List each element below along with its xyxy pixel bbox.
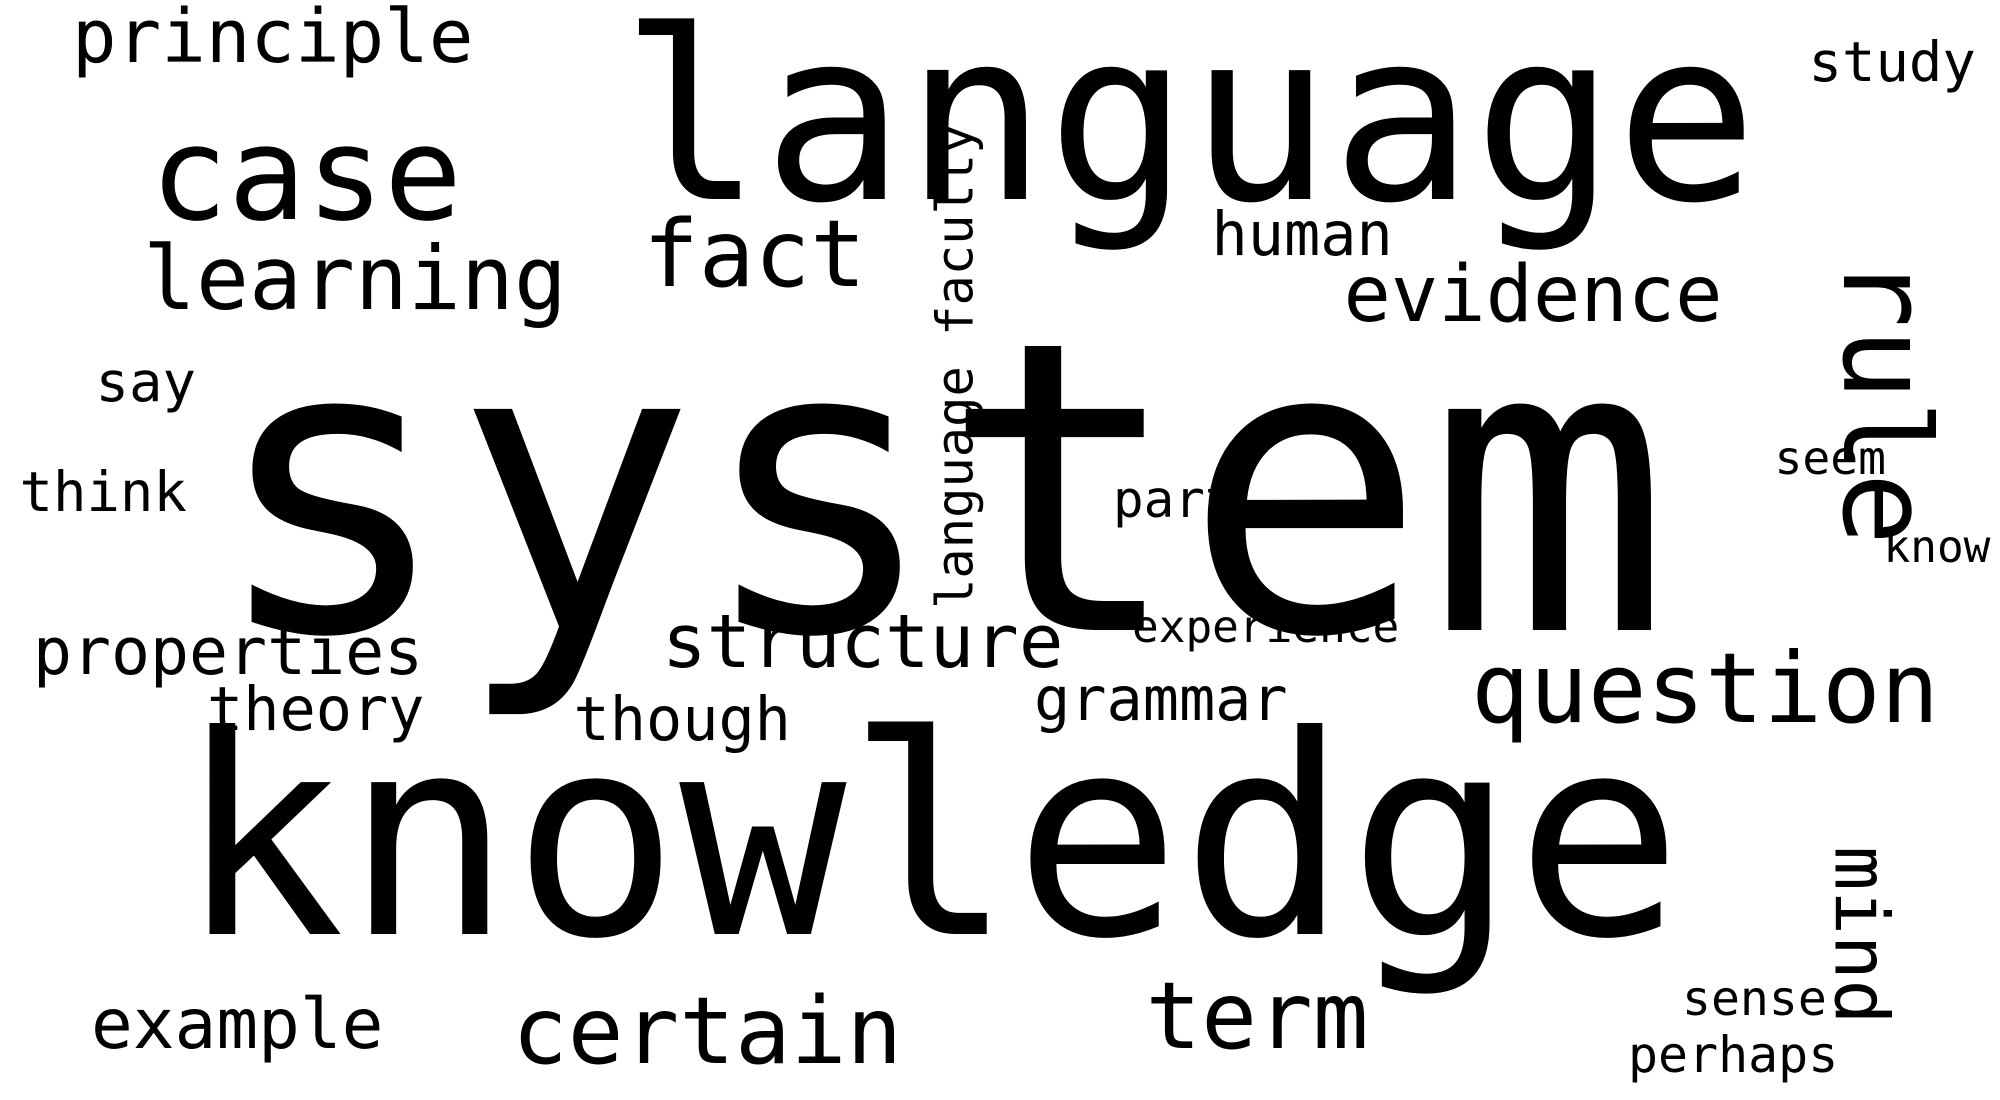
word-think: think [19,460,187,525]
word-perhaps: perhaps [1628,1026,1839,1084]
word-learning: learning [143,227,567,330]
word-structure: structure [662,599,1064,685]
word-principle: principle [72,0,474,80]
word-knowledge: knowledge [177,676,1683,1000]
word-system: system [209,256,1671,726]
word-human: human [1211,200,1393,270]
word-grammar: grammar [1034,665,1288,735]
word-term: term [1145,962,1369,1070]
word-know: know [1883,521,1991,573]
word-theory: theory [207,675,425,745]
word-sense: sense [1682,971,1827,1027]
word-though: though [573,685,791,755]
word-study: study [1808,30,1976,95]
word-example: example [91,984,384,1065]
word-certain: certain [512,977,903,1085]
word-fact: fact [643,200,866,308]
word-say: say [95,350,196,415]
word-mind: mind [1817,845,1904,1024]
word-case: case [150,99,463,250]
word-part: part [1113,470,1236,530]
word-evidence: evidence [1343,248,1723,340]
word-seem: seem [1774,431,1887,485]
word-language-faculty: language faculty [925,123,985,609]
word-language: language [620,0,1758,255]
word-experience: experience [1132,601,1400,653]
word-rule: rule [1815,255,1956,546]
word-properties: properties [33,614,424,690]
word-question: question [1471,632,1940,745]
